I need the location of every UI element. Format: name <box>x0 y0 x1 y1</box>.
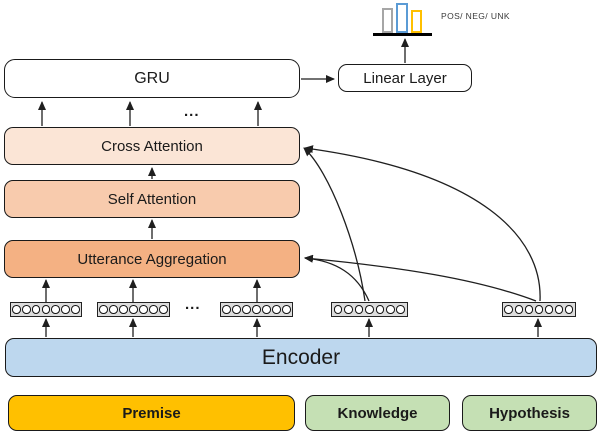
token-circle <box>534 305 544 314</box>
token-vector-strip <box>10 302 82 317</box>
token-circle <box>272 305 281 314</box>
ellipsis-upper: ... <box>184 103 200 120</box>
token-circle <box>119 305 128 314</box>
self-attention-block: Self Attention <box>4 180 300 218</box>
token-circle <box>222 305 231 314</box>
gru-block: GRU <box>4 59 300 98</box>
token-circle <box>71 305 80 314</box>
ellipsis-strips: ... <box>185 296 201 313</box>
token-circle <box>514 305 524 314</box>
token-circle <box>544 305 554 314</box>
token-circle <box>386 305 395 314</box>
pos-bar <box>382 8 393 33</box>
token-circle <box>344 305 353 314</box>
token-circle <box>232 305 241 314</box>
token-circle <box>281 305 291 314</box>
token-vector-strip <box>331 302 408 317</box>
token-circle <box>554 305 564 314</box>
token-circle <box>333 305 343 314</box>
token-vector-strip <box>502 302 576 317</box>
token-circle <box>139 305 148 314</box>
token-circle <box>109 305 118 314</box>
token-circle <box>99 305 108 314</box>
token-circle <box>365 305 374 314</box>
token-circle <box>51 305 61 314</box>
token-circle <box>524 305 534 314</box>
token-circle <box>262 305 271 314</box>
token-circle <box>158 305 168 314</box>
cross-attention-block: Cross Attention <box>4 127 300 165</box>
token-circle <box>12 305 21 314</box>
token-circle <box>242 305 251 314</box>
utterance-aggregation-block: Utterance Aggregation <box>4 240 300 278</box>
token-circle <box>354 305 364 314</box>
token-circle <box>129 305 138 314</box>
hypothesis-box: Hypothesis <box>462 395 597 431</box>
token-circle <box>41 305 51 314</box>
unk-bar <box>411 10 422 33</box>
token-circle <box>22 305 31 314</box>
neg-bar <box>396 3 408 33</box>
token-circle <box>396 305 406 314</box>
token-circle <box>252 305 261 314</box>
token-circle <box>31 305 41 314</box>
token-circle <box>564 305 574 314</box>
output-classes-label: POS/ NEG/ UNK <box>441 11 510 21</box>
chart-baseline <box>373 33 432 37</box>
knowledge-box: Knowledge <box>305 395 450 431</box>
premise-box: Premise <box>8 395 295 431</box>
token-vector-strip <box>97 302 170 317</box>
token-circle <box>61 305 70 314</box>
token-circle <box>149 305 158 314</box>
token-circle <box>504 305 514 314</box>
token-circle <box>375 305 385 314</box>
output-distribution-icon <box>373 2 433 37</box>
encoder-block: Encoder <box>5 338 597 377</box>
token-vector-strip <box>220 302 293 317</box>
linear-layer-block: Linear Layer <box>338 64 472 92</box>
